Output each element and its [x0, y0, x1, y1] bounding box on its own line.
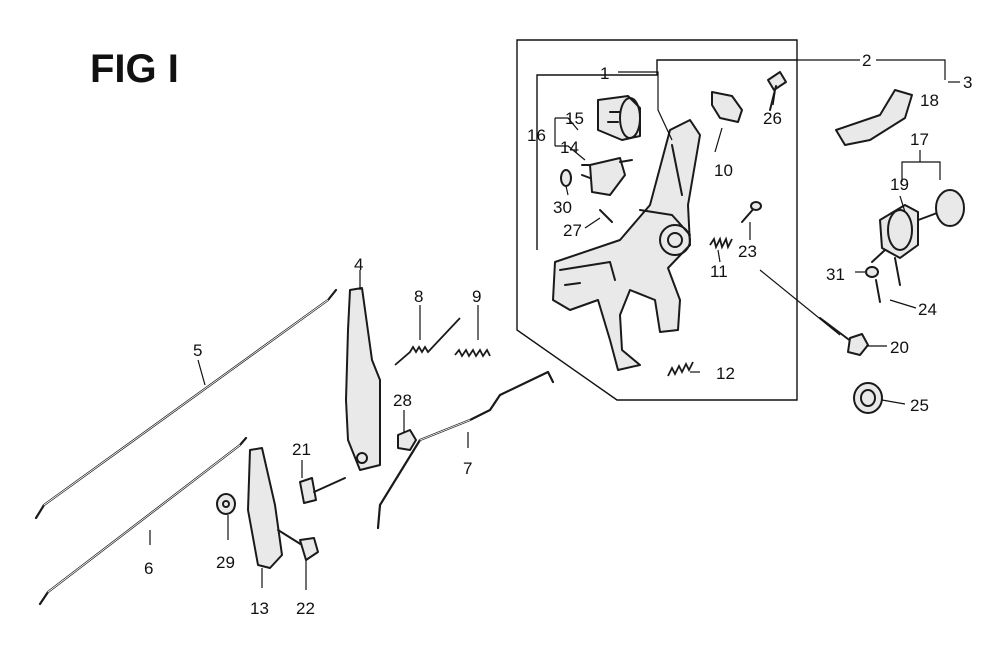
stop-switch: [581, 157, 633, 196]
sub-assembly-boundary: [536, 59, 797, 250]
callout-29: 29: [216, 553, 235, 572]
governor-arm: [345, 287, 381, 471]
callout-labels: 1 2 3 4 5 6 7 8 9 10 11 12 13 14 15 16 1…: [144, 51, 972, 618]
spring-12: [667, 361, 694, 377]
nut-20: [819, 317, 869, 356]
callout-24: 24: [918, 300, 937, 319]
governor-arm-hole: [356, 452, 368, 464]
callout-14: 14: [560, 138, 579, 157]
callout-6: 6: [144, 559, 153, 578]
spring-11: [709, 236, 733, 250]
switch-cover: [597, 95, 641, 141]
callout-15: 15: [565, 109, 584, 128]
spring-8: [394, 317, 461, 366]
callout-12: 12: [716, 364, 735, 383]
callout-22: 22: [296, 599, 315, 618]
callout-26: 26: [763, 109, 782, 128]
bolt-26: [767, 71, 787, 111]
callout-17: 17: [910, 130, 929, 149]
rod-5: [34, 288, 338, 520]
washer-29: [216, 493, 236, 515]
bolt-22: [277, 529, 319, 561]
callout-9: 9: [472, 287, 481, 306]
leader-lines: [149, 59, 960, 590]
rod-6: [38, 436, 248, 606]
washer-30: [560, 169, 572, 187]
callout-23: 23: [738, 242, 757, 261]
callout-18: 18: [920, 91, 939, 110]
callout-16: 16: [527, 126, 546, 145]
callout-30: 30: [553, 198, 572, 217]
callout-21: 21: [292, 440, 311, 459]
nut-28: [397, 429, 417, 451]
assembly-boundary: [516, 39, 798, 401]
callout-11: 11: [710, 262, 728, 281]
control-knob-assembly: [871, 189, 965, 286]
callout-31: 31: [826, 265, 845, 284]
callout-19: 19: [890, 175, 909, 194]
lever-13: [247, 447, 283, 569]
screw-27: [599, 209, 613, 223]
throttle-lever: [835, 89, 913, 146]
spring-9: [454, 348, 491, 358]
callout-13: 13: [250, 599, 269, 618]
washer-31: [865, 266, 879, 278]
callout-27: 27: [563, 221, 582, 240]
callout-3: 3: [963, 73, 972, 92]
callout-5: 5: [193, 341, 202, 360]
callout-1: 1: [600, 64, 609, 83]
screw-23: [741, 201, 762, 223]
callout-8: 8: [414, 287, 423, 306]
callout-7: 7: [463, 459, 472, 478]
rod-7: [376, 370, 555, 530]
callout-20: 20: [890, 338, 909, 357]
throttle-clip: [711, 91, 743, 123]
bolt-21: [299, 477, 346, 504]
callout-4: 4: [354, 255, 363, 274]
spring-clip-25: [853, 382, 883, 414]
control-base-bracket: [552, 119, 701, 371]
callout-10: 10: [714, 161, 733, 180]
callout-2: 2: [862, 51, 871, 70]
callout-28: 28: [393, 391, 412, 410]
figure-title: FIG I: [90, 47, 179, 91]
callout-25: 25: [910, 396, 929, 415]
bolt-24: [875, 279, 881, 303]
